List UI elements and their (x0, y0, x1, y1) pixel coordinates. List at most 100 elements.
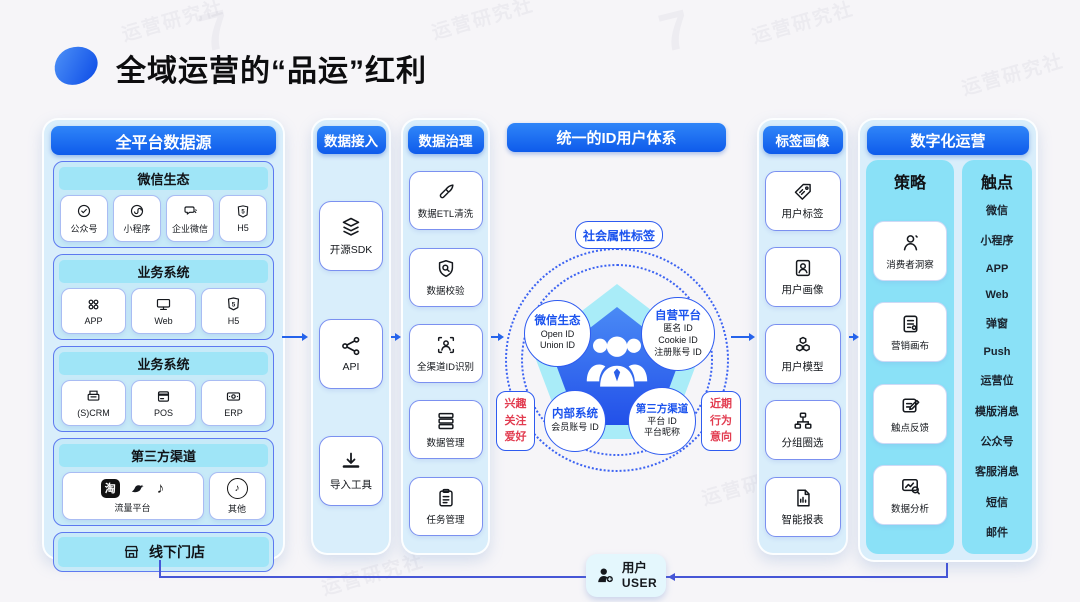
touchpoint-item: 公众号 (980, 435, 1014, 448)
card-label: 用户标签 (781, 207, 824, 220)
org-chart-icon (793, 412, 812, 429)
panel-access-header: 数据接入 (316, 126, 386, 154)
circle-internal-system: 内部系统 会员账号 ID (544, 390, 606, 452)
card-data-analysis: 数据分析 (873, 464, 947, 525)
card-data-verification: 数据校验 (408, 247, 483, 307)
badge-check-icon (77, 204, 91, 217)
crm-cabinet-icon (87, 390, 100, 401)
h5-shield-icon: 5 (237, 205, 249, 218)
portrait-icon (795, 259, 810, 277)
card-label: 用户模型 (781, 360, 824, 373)
card-task-management: 任务管理 (408, 476, 483, 536)
route-line (946, 563, 948, 578)
card-scrm: (S)CRM (61, 380, 126, 426)
panel-id-system-header: 统一的ID用户体系 (507, 123, 726, 152)
card-erp: ERP (201, 380, 266, 426)
flow-arrow-icon (491, 333, 504, 341)
brush-icon (439, 184, 454, 199)
card-app: APP (61, 288, 126, 334)
import-icon (342, 452, 360, 468)
card-label: API (342, 361, 360, 373)
watermark-text: 运营研究社 (429, 0, 537, 44)
card-label: 开源SDK (329, 244, 373, 257)
card-label: ERP (224, 408, 243, 418)
touchpoint-item: 邮件 (986, 526, 1008, 539)
panel-governance-header: 数据治理 (407, 126, 484, 154)
watermark-text: 运营研究社 (119, 0, 227, 46)
panel-data-governance: 数据治理 数据ETL清洗 数据校验 全渠道ID识别 数据管理 任务管理 (401, 118, 490, 555)
touchpoint-item: 小程序 (980, 235, 1014, 248)
panel-tag-portrait: 标签画像 用户标签 用户画像 用户模型 分组圈选 智能报表 (757, 118, 848, 555)
card-import-tool: 导入工具 (319, 435, 383, 506)
card-web: Web (131, 288, 196, 334)
card-smart-report: 智能报表 (764, 476, 841, 537)
card-group-selection: 分组圈选 (764, 400, 841, 460)
feedback-pen-icon (902, 398, 919, 413)
circle-line: Open ID (540, 328, 575, 339)
flow-arrow-icon (849, 333, 859, 341)
user-label-en: USER (621, 575, 658, 590)
panel-datasource-header: 全平台数据源 (51, 126, 276, 155)
card-label: 流量平台 (114, 502, 151, 513)
canvas-icon (903, 315, 917, 333)
monitor-icon (156, 298, 171, 311)
card-label: APP (84, 316, 103, 326)
share-nodes-icon (342, 336, 360, 356)
circle-line: 注册账号 ID (654, 346, 702, 357)
flow-arrow-icon (731, 333, 755, 341)
tag-icon (794, 183, 811, 200)
touchpoint-item: 微信 (986, 205, 1008, 217)
people-group-icon (586, 336, 648, 387)
card-label: 数据ETL清洗 (417, 209, 474, 221)
panel-data-access: 数据接入 开源SDK API 导入工具 (311, 118, 391, 555)
tag-line: 兴趣 (504, 398, 527, 411)
tag-line: 近期 (710, 398, 732, 411)
store-icon (124, 545, 139, 558)
strategy-header: 策略 (893, 175, 926, 192)
circle-title: 微信生态 (534, 314, 581, 327)
card-label: 营销画布 (890, 341, 929, 353)
card-label: 企业微信 (171, 223, 208, 234)
card-pos: POS (131, 380, 196, 426)
tag-line: 意向 (710, 431, 732, 444)
group-business-system-1: 业务系统 APP Web 5 H5 (53, 254, 274, 340)
touchpoint-item: Push (983, 345, 1011, 358)
flow-arrow-icon (282, 333, 308, 341)
title-blob-icon (49, 41, 103, 90)
touchpoint-item: Web (985, 289, 1009, 302)
tag-social-attributes: 社会属性标签 (575, 221, 663, 249)
card-label: 数据校验 (426, 285, 465, 297)
group-header: 线下门店 (149, 544, 205, 560)
touchpoint-item: 弹窗 (986, 318, 1008, 331)
banknote-icon (226, 392, 241, 401)
layers-icon (342, 217, 360, 236)
music-circle-icon: ♪ (226, 477, 248, 499)
circle-line: 平台昵称 (643, 427, 680, 438)
circle-line: 匿名 ID (663, 323, 693, 334)
card-label: 其他 (227, 503, 246, 514)
card-label: 用户画像 (781, 284, 824, 296)
taobao-icon: 淘 (100, 478, 120, 498)
card-user-portrait: 用户画像 (764, 247, 841, 307)
tag-interest-hobby: 兴趣 关注 爱好 (496, 391, 535, 451)
circle-line: Cookie ID (658, 335, 698, 346)
user-label-cn: 用户 (621, 560, 647, 575)
group-header: 业务系统 (59, 260, 268, 283)
card-marketing-canvas: 营销画布 (873, 302, 947, 363)
card-omni-id-recognition: 全渠道ID识别 (408, 323, 483, 383)
cubes-icon (795, 336, 810, 351)
person-insight-icon (903, 235, 918, 251)
group-offline-store: 线下门店 (53, 532, 274, 572)
server-stack-icon (437, 413, 454, 430)
card-label: 任务管理 (426, 514, 465, 526)
pos-card-icon (157, 391, 170, 402)
group-third-party-channel: 第三方渠道 淘 ♪ 流量平台 ♪ 其他 (53, 438, 274, 526)
touchpoint-item: 客服消息 (975, 466, 1019, 479)
group-header: 业务系统 (59, 352, 268, 375)
touchpoint-item: 短信 (986, 496, 1008, 509)
id-scan-icon (437, 336, 454, 354)
offline-store-bar: 线下门店 (58, 537, 269, 567)
card-official-account: 公众号 (60, 195, 108, 242)
card-label: (S)CRM (77, 408, 110, 418)
card-consumer-insight: 消费者洞察 (873, 221, 947, 282)
